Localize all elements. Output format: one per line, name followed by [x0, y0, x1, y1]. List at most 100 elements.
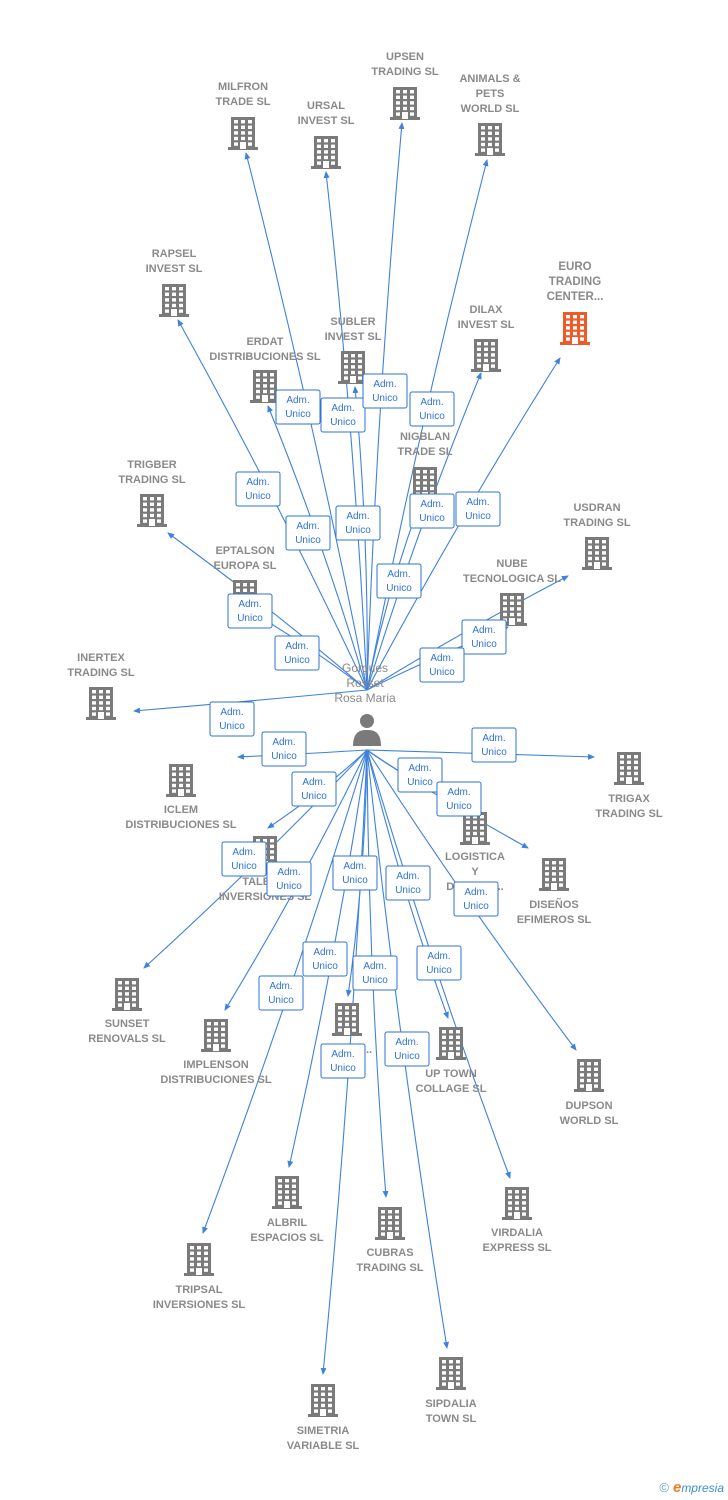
company-label-line: SUBLER [330, 316, 375, 328]
relation-label-line: Unico [276, 881, 302, 892]
relation-label-line: Unico [271, 751, 297, 762]
building-icon [460, 812, 490, 845]
relation-label-albril: Adm.Unico [258, 975, 304, 1011]
person-label-line: Gorgues [342, 661, 388, 675]
building-icon [250, 370, 280, 403]
relation-label-line: Adm. [396, 871, 419, 882]
company-label-line: UPSEN [386, 51, 424, 63]
relation-label-line: Unico [245, 491, 271, 502]
building-icon [375, 1207, 405, 1240]
company-label-line: DISTRIBUCIONES SL [125, 819, 237, 831]
edges-layer [133, 122, 595, 1375]
relation-label-line: Adm. [373, 379, 396, 390]
company-label-line: MILFRON [218, 81, 268, 93]
relation-label-sipdalia: Adm.Unico [384, 1031, 430, 1067]
footer-brand: ©empresia [659, 1479, 724, 1496]
company-label-line: EURO [558, 261, 591, 273]
person-label-line: Rosa Maria [334, 691, 396, 705]
relation-label-eptalson: Adm. Unico [274, 635, 320, 671]
relation-label-line: Unico [362, 975, 388, 986]
relation-label-line: Adm. [285, 641, 308, 652]
relation-label-disenos: Adm.Unico [436, 781, 482, 817]
company-label-line: SUNSET [105, 1018, 150, 1030]
relation-label-line: Adm. [420, 499, 443, 510]
relation-label-line: Adm. [286, 395, 309, 406]
relation-label-line: Adm. [246, 477, 269, 488]
building-icon [184, 1243, 214, 1276]
relation-label-line: Unico [395, 885, 421, 896]
relation-label-line: Unico [285, 409, 311, 420]
relation-label-line: Unico [284, 655, 310, 666]
company-label-line: CUBRAS [366, 1247, 413, 1259]
company-label-line: PETS [476, 88, 505, 100]
edge-dilax [366, 372, 482, 691]
relation-label-animals: Adm.Unico [409, 391, 455, 427]
building-icon [390, 87, 420, 120]
brand-logo-initial: e [672, 1479, 682, 1496]
relation-label-simetria: Adm.Unico [320, 1043, 366, 1079]
building-icon [475, 123, 505, 156]
relation-label-line: Unico [426, 965, 452, 976]
company-label-line: NUBE [496, 558, 527, 570]
relation-label-line: Unico [219, 721, 245, 732]
company-label-line: TRADE SL [398, 446, 453, 458]
relation-label-line: Adm. [269, 981, 292, 992]
relation-label-line: Adm. [472, 625, 495, 636]
company-label-line: VARIABLE SL [287, 1440, 360, 1452]
building-icon [332, 1003, 362, 1036]
relation-label-line: Adm. [331, 1049, 354, 1060]
relation-label-line: Adm. [427, 951, 450, 962]
building-icon [338, 351, 368, 384]
relation-label-line: Unico [345, 525, 371, 536]
relation-label-erdat: Adm.Unico [285, 515, 331, 551]
company-label-line: ERDAT [246, 336, 283, 348]
relation-label-trigber: Adm.Unico [227, 593, 273, 629]
relation-label-iclem: Adm.Unico [261, 731, 307, 767]
company-node-euro[interactable]: EUROTRADINGCENTER... [547, 261, 604, 345]
company-label-line: DISEÑOS [529, 898, 579, 911]
relation-label-logistica: Adm.Unico [397, 757, 443, 793]
company-label-line: TOWN SL [426, 1413, 477, 1425]
company-label-line: EPTALSON [215, 545, 274, 557]
company-label-line: TRIPSAL [175, 1284, 222, 1296]
company-label-line: TRADING SL [563, 517, 631, 529]
relation-label-line: Unico [372, 393, 398, 404]
relation-label-line: Adm. [363, 961, 386, 972]
relation-label-line: Unico [342, 875, 368, 886]
relation-label-uptown: Adm. Unico [385, 865, 431, 901]
relation-label-line: Adm. [420, 397, 443, 408]
building-icon [614, 752, 644, 785]
relation-label-line: Unico [231, 861, 257, 872]
company-label-line: INERTEX [77, 652, 125, 664]
relation-label-virdalia: Adm. Unico [416, 945, 462, 981]
company-node-logistica[interactable]: LOGISTICAYDES...RO... [445, 812, 505, 893]
